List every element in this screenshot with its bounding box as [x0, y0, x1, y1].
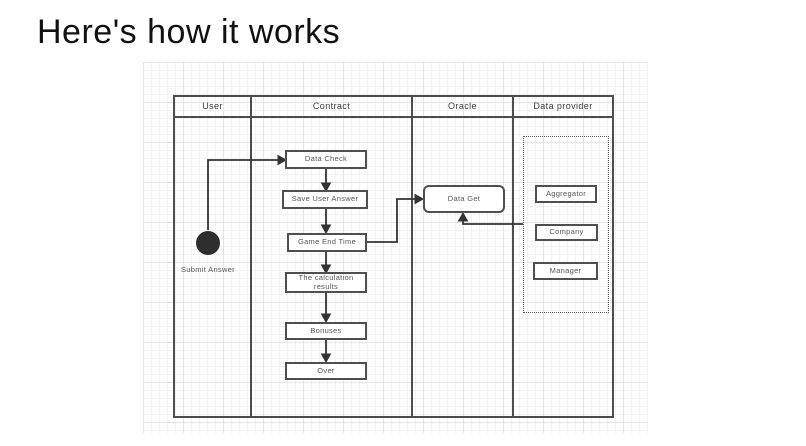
provider-group-box: [523, 136, 609, 313]
lane-header-contract: Contract: [312, 101, 351, 111]
step-bonuses: Bonuses: [285, 322, 367, 340]
provider-aggregator: Aggregator: [535, 185, 597, 203]
provider-company: Company: [535, 224, 598, 241]
lane-header-data-provider: Data provider: [533, 101, 593, 111]
swimlane-frame: [173, 95, 614, 418]
oracle-data-get: Data Get: [423, 185, 505, 213]
step-calculation-results: The calculation results: [285, 272, 367, 293]
lane-divider-oracle-provider: [512, 95, 514, 418]
step-data-check: Data Check: [285, 150, 367, 169]
step-save-user-answer: Save User Answer: [282, 190, 368, 209]
step-game-end-time: Game End Time: [287, 233, 367, 252]
lane-header-oracle: Oracle: [448, 101, 477, 111]
header-separator: [173, 116, 614, 118]
step-over: Over: [285, 362, 367, 380]
slide-title: Here's how it works: [37, 13, 341, 51]
lane-divider-user-contract: [250, 95, 252, 418]
submit-answer-label: Submit Answer: [181, 265, 235, 274]
lane-header-user: User: [202, 101, 223, 111]
provider-manager: Manager: [533, 262, 598, 280]
lane-divider-contract-oracle: [411, 95, 413, 418]
grid-background: [143, 62, 648, 433]
